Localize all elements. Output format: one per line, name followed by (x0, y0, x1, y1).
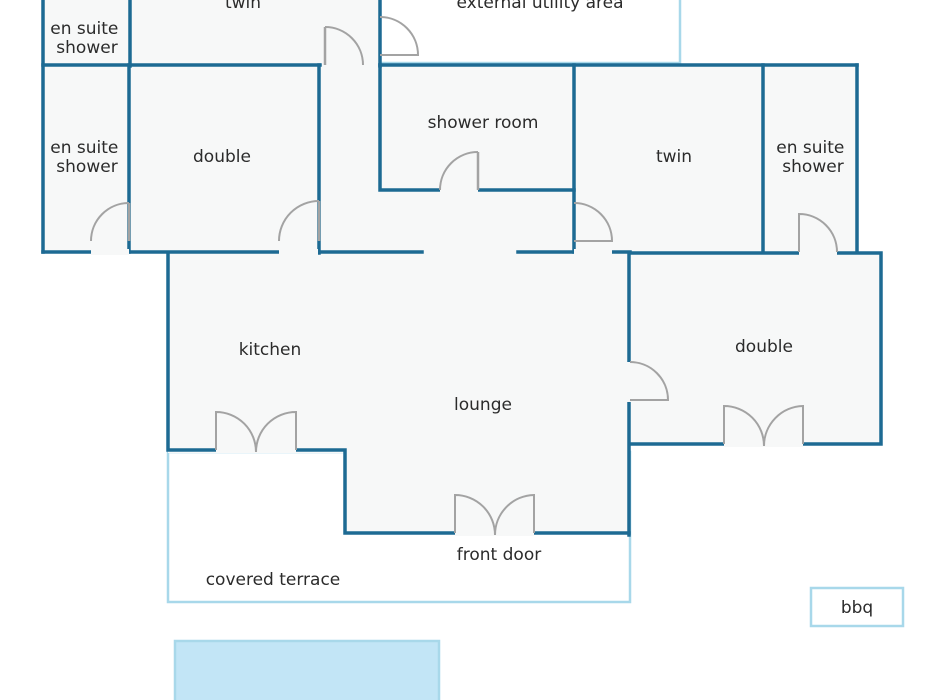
label-twin-right: twin (656, 147, 692, 167)
label-external-utility: external utility area (456, 0, 623, 13)
label-double-right: double (735, 337, 793, 357)
label-kitchen: kitchen (239, 340, 302, 360)
room-fills (43, 0, 881, 534)
label-front-door: front door (457, 545, 541, 565)
label-ensuite-right: en suite shower (776, 138, 850, 177)
label-lounge: lounge (454, 395, 512, 415)
label-ensuite-left-line1: en suite (50, 138, 118, 158)
label-ensuite-top-line2: shower (56, 38, 117, 58)
bbq-box (809, 586, 905, 628)
door-swings (90, 16, 838, 536)
label-ensuite-right-line1: en suite (776, 138, 844, 158)
label-twin-top: twin (225, 0, 261, 13)
label-ensuite-left-line2: shower (56, 157, 117, 177)
label-ensuite-left: en suite shower (50, 138, 124, 177)
label-ensuite-top-line1: en suite (50, 19, 118, 39)
label-shower-room: shower room (428, 113, 539, 133)
label-ensuite-top: en suite shower (50, 19, 124, 58)
pool (173, 639, 441, 700)
label-double-left: double (193, 147, 251, 167)
label-covered-terrace: covered terrace (206, 570, 341, 590)
label-ensuite-right-line2: shower (782, 157, 843, 177)
label-bbq: bbq (841, 598, 873, 618)
